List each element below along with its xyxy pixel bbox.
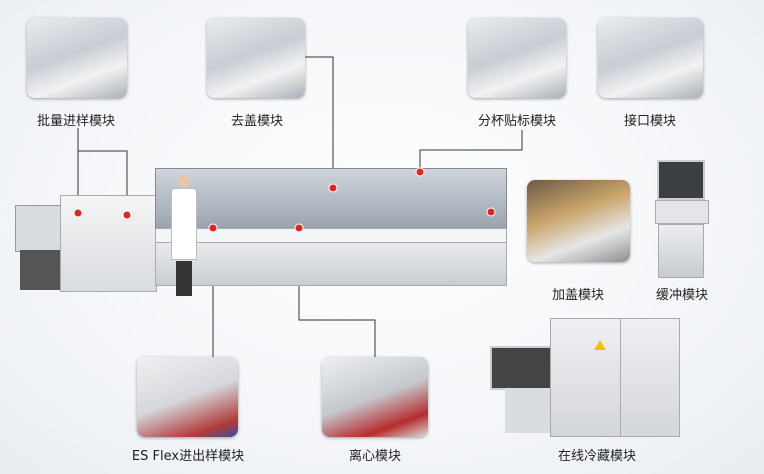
marker-es-flex [209,224,217,232]
centrifuge-label: 离心模块 [348,449,402,464]
marker-bulk-input-1 [74,209,82,217]
marker-centrifuge [295,224,303,232]
decapper-label: 去盖模块 [230,114,284,129]
warning-icon [594,340,606,350]
decapper-photo [207,18,305,98]
bulk-input-photo [27,18,127,98]
recapper-photo [527,180,630,262]
interface-label: 接口模块 [623,114,677,129]
interface-photo [598,18,703,98]
operator-figure [170,175,198,296]
centrifuge-photo [322,357,428,437]
machine-hood [155,168,507,230]
connector-decapper [305,56,334,188]
marker-interface [487,208,495,216]
connector-aliquot [419,130,523,172]
main-automation-line [10,160,510,300]
es-flex-label: ES Flex进出样模块 [131,449,245,464]
bulk-input-label: 批量进样模块 [36,114,116,129]
marker-aliquot [416,168,424,176]
es-flex-photo [137,357,238,437]
machine-cabinet [155,242,507,286]
workstation-monitor [15,205,65,252]
recapper-label: 加盖模块 [551,288,605,303]
refrigerated-storage-label: 在线冷藏模块 [557,449,637,464]
marker-decapper [329,184,337,192]
refrigerated-storage-unit [490,318,680,437]
buffer-label: 缓冲模块 [655,288,709,303]
buffer-unit [655,160,709,278]
workstation-cart [20,250,60,290]
marker-bulk-input-2 [123,211,131,219]
aliquot-labeler-label: 分杯贴标模块 [477,114,557,129]
aliquot-labeler-photo [468,18,566,98]
